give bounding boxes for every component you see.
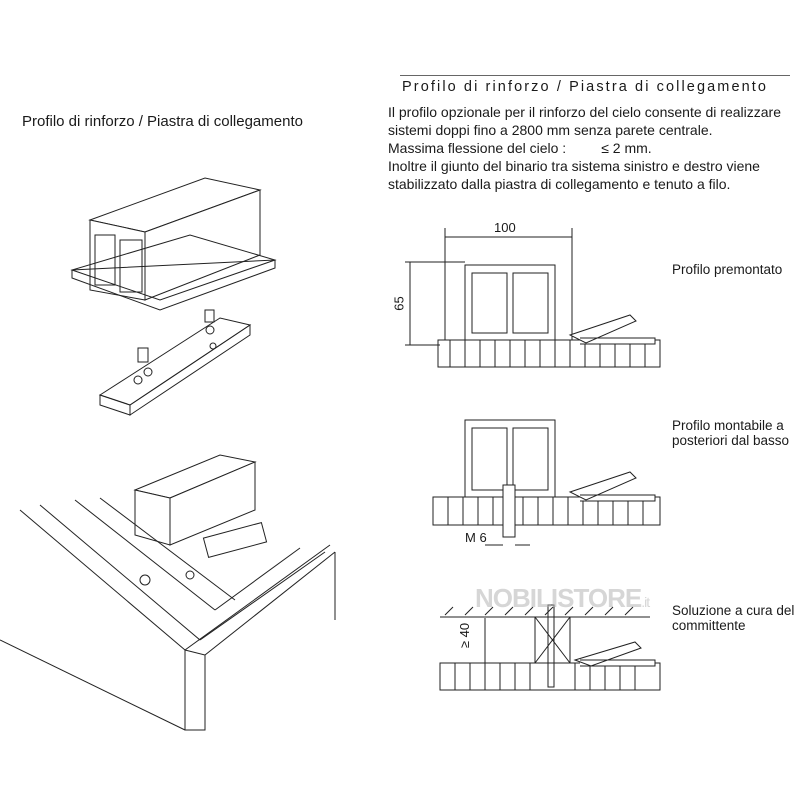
header-rule (400, 75, 790, 76)
description-line: Il profilo opzionale per il rinforzo del… (388, 104, 781, 120)
diagram-label: Profilo montabile a (672, 418, 784, 433)
dimension-screw: M 6 (465, 530, 487, 545)
iso-profile-drawing (70, 177, 277, 416)
description-text: Il profilo opzionale per il rinforzo del… (388, 103, 798, 193)
left-title: Profilo di rinforzo / Piastra di collega… (22, 113, 303, 130)
iso-assembly-drawing (0, 454, 336, 731)
diagram-label: posteriori dal basso (672, 433, 790, 448)
dimension-width: 100 (494, 220, 516, 235)
dimension-min-height: ≥ 40 (457, 622, 473, 649)
section-title: Profilo di rinforzo / Piastra di collega… (402, 79, 769, 95)
section-diagram-mountable-from-below (432, 419, 661, 546)
section-diagram-customer-solution (439, 604, 661, 691)
diagram-label: Soluzione a cura del (672, 603, 795, 618)
diagram-label: Profilo premontato (672, 262, 783, 277)
diagram-label: committente (672, 618, 746, 633)
description-line: stabilizzato dalla piastra di collegamen… (388, 176, 731, 192)
description-line: sistemi doppi fino a 2800 mm senza paret… (388, 122, 713, 138)
section-diagram-premounted (405, 228, 661, 368)
dimension-height: 65 (391, 296, 407, 311)
description-line: Massima flessione del cielo : ≤ 2 mm. (388, 140, 652, 156)
description-line: Inoltre il giunto del binario tra sistem… (388, 158, 760, 174)
watermark-logo: NOBILISTORE.it (475, 583, 650, 613)
